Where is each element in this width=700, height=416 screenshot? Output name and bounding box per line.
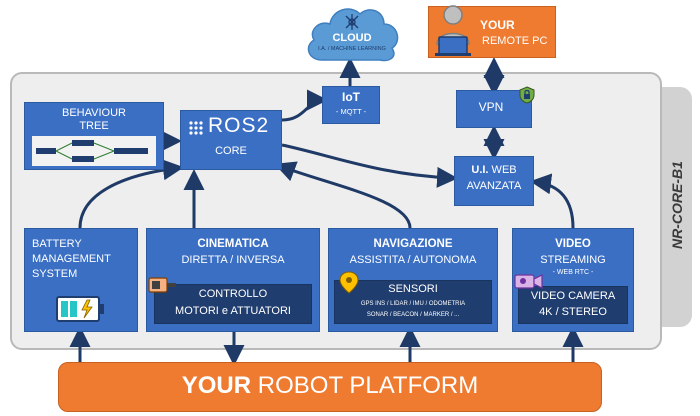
user-at-pc-icon: [435, 5, 471, 56]
iot-subtitle: - MQTT -: [335, 107, 367, 116]
battery-charging-icon: [56, 296, 104, 322]
behaviour-line1: BEHAVIOUR: [62, 107, 126, 119]
video-camera-icon: [514, 274, 543, 289]
ui-line1-rest: WEB: [488, 164, 517, 176]
ui-line2: AVANZATA: [466, 180, 522, 192]
platform-rest: ROBOT PLATFORM: [251, 372, 479, 399]
iot-box: [322, 86, 380, 124]
remote-line2: REMOTE PC: [482, 35, 548, 47]
remote-line1: YOUR: [480, 18, 515, 32]
iot-title: IoT: [342, 90, 360, 104]
controllo-line1: CONTROLLO: [198, 288, 268, 300]
ui-web-box: [454, 156, 534, 206]
ros2-core-box: [180, 110, 282, 170]
video-camera-line2: 4K / STEREO: [539, 306, 607, 318]
vpn-box: [456, 90, 532, 128]
cloud-shape: [307, 8, 399, 62]
side-label: NR-CORE-B1: [669, 161, 685, 249]
location-pin-icon: [339, 271, 359, 294]
tree-diagram-thumbnail: [32, 136, 156, 166]
ui-line1-bold: U.I.: [471, 164, 489, 176]
ros-dots-icon: [189, 121, 203, 135]
battery-line2: MANAGEMENT: [32, 253, 111, 265]
video-sub2: - WEB RTC -: [552, 269, 594, 276]
vpn-title: VPN: [478, 100, 504, 114]
ui-line1: U.I. WEB: [454, 164, 534, 177]
vpn-shield-icon: [519, 86, 535, 104]
platform-bold: YOUR: [181, 372, 252, 399]
navigazione-subtitle: ASSISTITA / AUTONOMA: [349, 254, 477, 266]
video-subtitle: STREAMING: [540, 254, 606, 266]
video-camera-box: [518, 286, 628, 324]
controllo-line2: MOTORI e ATTUATORI: [175, 305, 291, 317]
battery-line1: BATTERY: [32, 238, 82, 250]
video-camera-line1: VIDEO CAMERA: [530, 290, 616, 302]
controllo-motori-box: [154, 284, 312, 324]
sensori-line2: SONAR / BEACON / MARKER / ...: [366, 312, 460, 318]
ros-title: ROS2: [208, 114, 270, 137]
cloud-title: CLOUD: [332, 32, 372, 44]
sensori-box: [334, 280, 492, 324]
video-title: VIDEO: [555, 238, 591, 250]
motor-icon: [148, 277, 176, 293]
navigazione-title: NAVIGAZIONE: [373, 238, 453, 250]
behaviour-line2: TREE: [79, 120, 109, 132]
sensori-line1: GPS INS / LIDAR / IMU / ODOMETRIA: [360, 301, 466, 307]
cinematica-subtitle: DIRETTA / INVERSA: [181, 254, 285, 266]
sensori-title: SENSORI: [388, 283, 438, 295]
battery-line3: SYSTEM: [32, 268, 78, 280]
ros-subtitle: CORE: [215, 145, 247, 157]
robot-platform-bar: [58, 362, 602, 412]
cloud-subtitle: I.A. / MACHINE LEARNING: [318, 46, 386, 52]
cinematica-title: CINEMATICA: [197, 238, 269, 250]
robot-platform-label: YOUR ROBOT PLATFORM: [58, 372, 602, 400]
